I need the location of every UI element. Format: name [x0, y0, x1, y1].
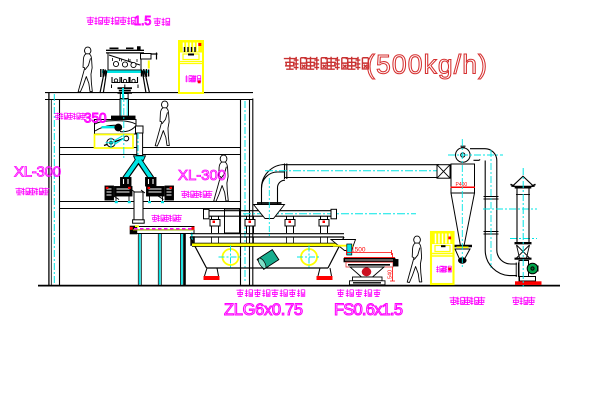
svg-text:FS0.6x1.5: FS0.6x1.5	[334, 301, 403, 319]
svg-text:XL-300: XL-300	[178, 167, 226, 184]
svg-text:(500kg/h): (500kg/h)	[366, 50, 487, 80]
svg-text:350: 350	[84, 111, 107, 126]
svg-text:1500: 1500	[351, 247, 366, 254]
svg-text:P400: P400	[456, 182, 468, 188]
svg-text:ZLG6x0.75: ZLG6x0.75	[224, 301, 303, 319]
svg-text:XL-300: XL-300	[14, 164, 61, 181]
svg-text:540: 540	[388, 270, 394, 279]
svg-text:1.5: 1.5	[134, 14, 151, 28]
